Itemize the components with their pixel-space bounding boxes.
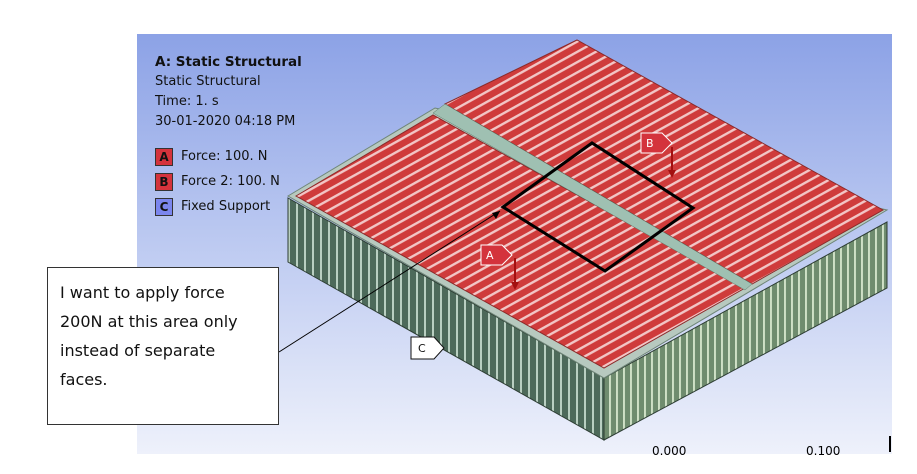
legend-swatch-a: A [155,147,173,166]
tag-b-letter: B [646,137,654,150]
legend-item-force-a[interactable]: A Force: 100. N [155,144,302,169]
analysis-legend: A: Static Structural Static Structural T… [155,52,302,219]
callout-line-1: I want to apply force [60,283,225,302]
right-side-wall [603,221,888,441]
callout-line-3: instead of separate [60,341,216,360]
analysis-title: A: Static Structural [155,54,302,70]
tag-b[interactable]: B [640,132,680,154]
callout-line-4: faces. [60,370,108,389]
analysis-time: Time: 1. s [155,94,219,109]
scale-label-left: 0.000 [652,444,687,458]
callout-leader [278,210,501,353]
legend-item-fixed-support[interactable]: C Fixed Support [155,194,302,219]
analysis-type: Static Structural [155,74,261,89]
tag-a[interactable]: A [480,244,520,266]
legend-label-c: Fixed Support [181,199,271,214]
tag-c[interactable]: C [410,336,450,360]
legend-item-force-b[interactable]: B Force 2: 100. N [155,169,302,194]
callout-line-2: 200N at this area only [60,312,238,331]
callout-note: I want to apply force 200N at this area … [47,267,279,425]
tag-a-letter: A [486,249,494,262]
legend-label-a: Force: 100. N [181,149,268,164]
scale-label-right: 0.100 [806,444,841,458]
legend-label-b: Force 2: 100. N [181,174,280,189]
text-cursor [889,436,891,452]
gap-strip [432,103,753,291]
legend-swatch-c: C [155,197,173,216]
legend-swatch-b: B [155,172,173,191]
selection-rectangle [500,141,696,273]
tag-c-letter: C [418,342,426,355]
analysis-timestamp: 30-01-2020 04:18 PM [155,114,296,129]
